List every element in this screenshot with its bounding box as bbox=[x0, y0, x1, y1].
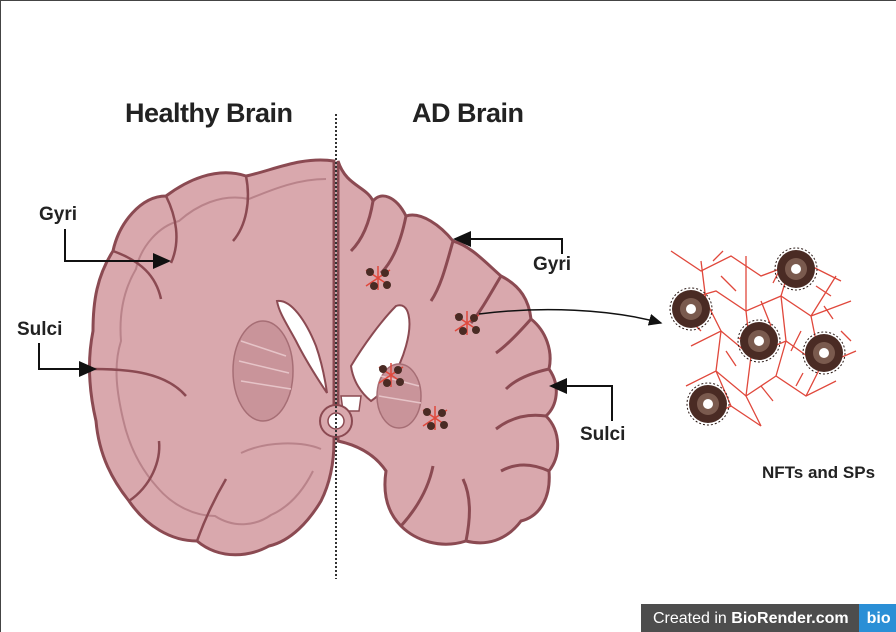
nfts-sps-illustration bbox=[670, 248, 856, 426]
biorender-watermark[interactable]: Created in BioRender.com bio bbox=[641, 604, 896, 632]
plaque bbox=[803, 332, 845, 374]
gyri-right-label: Gyri bbox=[533, 254, 571, 276]
healthy-brain-hemisphere bbox=[89, 160, 334, 555]
ad-brain-hemisphere bbox=[338, 161, 558, 544]
plaque bbox=[687, 383, 729, 425]
biorender-logo: bio bbox=[859, 604, 896, 632]
gyri-left-label: Gyri bbox=[39, 204, 77, 226]
sulci-right-arrow bbox=[551, 386, 612, 421]
sulci-left-label: Sulci bbox=[17, 319, 62, 341]
plaque bbox=[775, 248, 817, 290]
ad-brain-title: AD Brain bbox=[412, 98, 524, 129]
sulci-right-label: Sulci bbox=[580, 424, 625, 446]
midline-structure bbox=[320, 405, 352, 437]
watermark-brand: BioRender.com bbox=[731, 610, 848, 627]
nfts-sps-label: NFTs and SPs bbox=[762, 463, 875, 483]
sulci-left-arrow bbox=[39, 343, 95, 369]
plaque bbox=[738, 320, 780, 362]
watermark-prefix: Created in bbox=[641, 610, 731, 627]
healthy-brain-title: Healthy Brain bbox=[125, 98, 293, 129]
